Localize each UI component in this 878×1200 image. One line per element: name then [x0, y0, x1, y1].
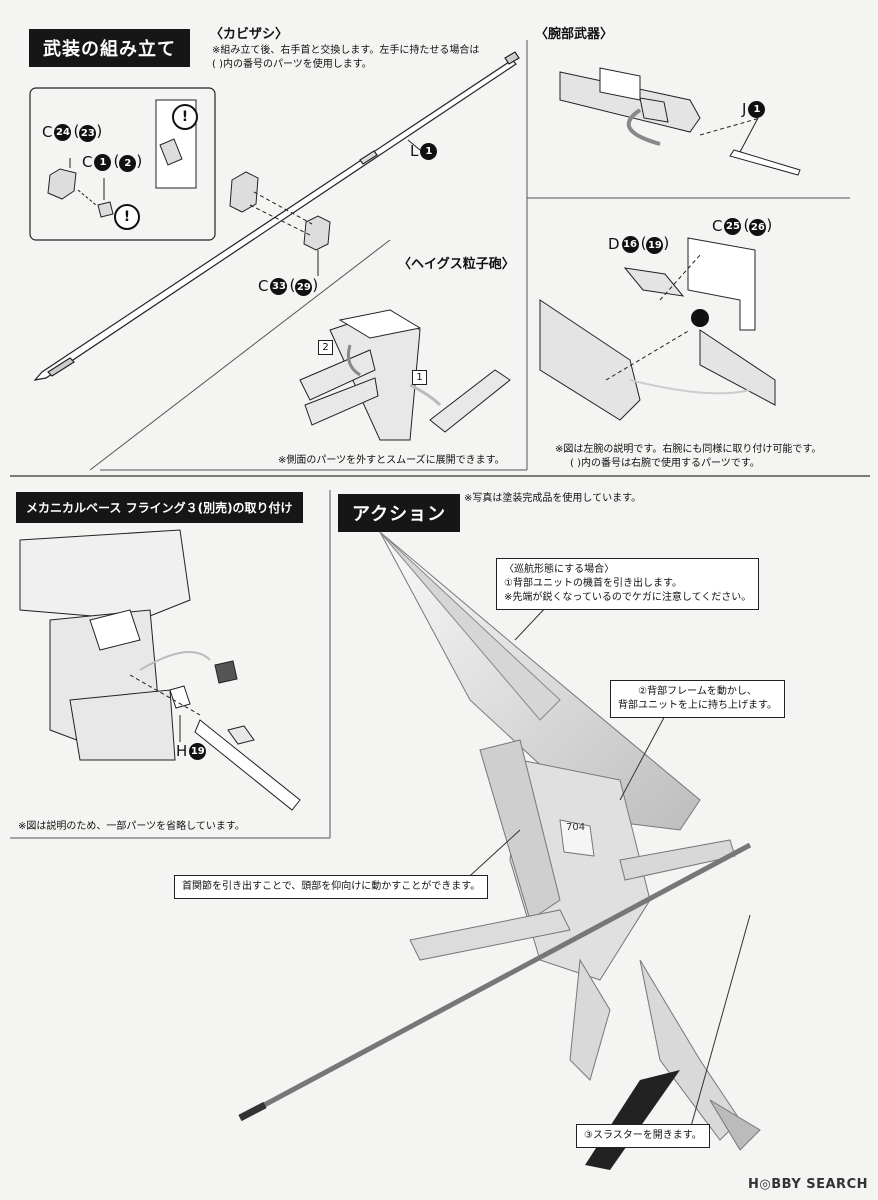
part-label-c24: C 24 (23)	[42, 122, 103, 142]
caution-icon: !	[114, 204, 140, 230]
part-label-j1: J 1	[742, 100, 766, 118]
kabizashi-title: 〈カビザシ〉	[210, 27, 289, 42]
callout-thrusters: ③スラスターを開きます。	[576, 1124, 710, 1148]
section-title-action: アクション	[338, 494, 461, 532]
part-label-d16: D 16 (19)	[608, 234, 670, 254]
flying-base-note: ※図は説明のため、一部パーツを省略しています。	[18, 821, 245, 832]
part-label-h19: H 19	[176, 742, 207, 760]
callout-back-frame: ②背部フレームを動かし、 背部ユニットを上に持ち上げます。	[610, 680, 785, 718]
kabizashi-note-2: ( )内の番号のパーツを使用します。	[212, 59, 372, 70]
callout-neck-joint: 首関節を引き出すことで、頭部を仰向けに動かすことができます。	[174, 875, 489, 899]
model-marking: 704	[566, 822, 586, 833]
section-title-armament: 武装の組み立て	[29, 29, 190, 67]
photo-note: ※写真は塗装完成品を使用しています。	[464, 493, 642, 504]
part-label-c25: C 25 (26)	[712, 216, 773, 236]
watermark: H◎BBY SEARCH	[747, 1177, 868, 1192]
section-title-flying-base: メカニカルベース フライング３(別売)の取り付け	[16, 492, 303, 523]
callout-line: 背部ユニットを上に持ち上げます。	[618, 700, 777, 711]
step-number-2: 2	[318, 340, 333, 355]
callout-cruise-mode: 〈巡航形態にする場合〉 ①背部ユニットの機首を引き出します。 ※先端が鋭くなって…	[496, 558, 760, 610]
heigus-note: ※側面のパーツを外すとスムーズに展開できます。	[278, 455, 505, 466]
part-label-l1: L 1	[410, 142, 438, 160]
caution-icon: !	[172, 104, 198, 130]
part-label-c1: C 1 (2)	[82, 152, 143, 172]
heigus-cannon-title: 〈ヘイグス粒子砲〉	[398, 257, 515, 272]
step-number-1: 1	[412, 370, 427, 385]
callout-line: ※先端が鋭くなっているのでケガに注意してください。	[504, 592, 752, 603]
arm-weapon-note-1: ※図は左腕の説明です。右腕にも同様に取り付け可能です。	[555, 444, 822, 455]
arm-weapon-note-2: ( )内の番号は右腕で使用するパーツです。	[570, 458, 760, 469]
callout-line: 〈巡航形態にする場合〉	[504, 564, 615, 575]
callout-line: ②背部フレームを動かし、	[638, 686, 757, 697]
kabizashi-note-1: ※組み立て後、右手首と交換します。左手に持たせる場合は	[212, 45, 480, 56]
arm-weapon-title: 〈腕部武器〉	[535, 27, 614, 42]
callout-line: ①背部ユニットの機首を引き出します。	[504, 578, 682, 589]
part-label-c33: C 33 (29)	[258, 276, 319, 296]
